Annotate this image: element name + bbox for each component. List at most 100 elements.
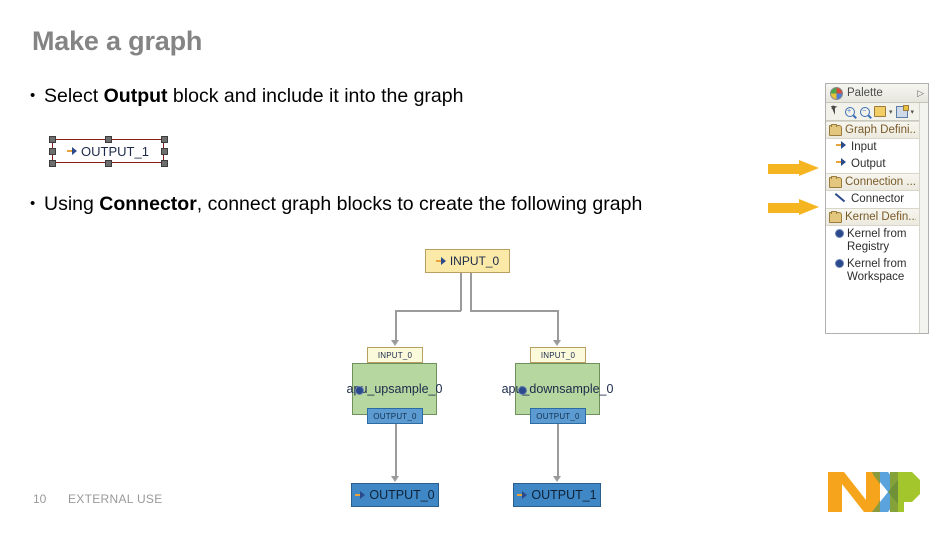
folder-icon (829, 123, 842, 136)
bullet-item-1: •Select Output block and include it into… (30, 85, 463, 108)
plug-arrow-icon (517, 490, 528, 500)
drawer-label: Kernel Defin... (845, 211, 916, 223)
arrow-head (799, 199, 819, 215)
resize-handle-middle-right[interactable] (161, 148, 168, 155)
drawer-label: Connection ... (845, 176, 916, 188)
connector-segment (460, 273, 462, 311)
arrow-shaft (768, 164, 801, 174)
resize-handle-top-right[interactable] (161, 136, 168, 143)
plug-arrow-icon (836, 141, 847, 150)
palette-panel[interactable]: Palette ▷ + − ▾ ▾ Graph Defini... ◇ Inpu… (825, 83, 929, 334)
bullet-item-2: • Using Connector, connect graph blocks t… (30, 193, 642, 216)
create-dropdown-caret-icon[interactable]: ▾ (910, 108, 915, 116)
palette-item-label: Kernel from Workspace (847, 258, 907, 283)
palette-drawer-connection[interactable]: Connection ... ◇ (826, 173, 928, 191)
page-number: 10 (33, 492, 47, 506)
selected-output-label: OUTPUT_1 (81, 143, 149, 159)
palette-item-output[interactable]: Output (826, 156, 928, 173)
palette-header: Palette ▷ (826, 84, 928, 103)
palette-item-label: Kernel from Registry (847, 228, 907, 253)
note-tool-button[interactable] (874, 106, 886, 118)
palette-drawer-graph-definition[interactable]: Graph Defini... ◇ (826, 121, 928, 139)
resize-handle-bottom-center[interactable] (105, 160, 112, 167)
zoom-out-button[interactable]: − (859, 106, 871, 118)
kernel-right-label: apu_downsample_0 (501, 381, 614, 396)
connector-segment (557, 424, 559, 476)
connector-arrowhead (553, 476, 561, 482)
plug-arrow-icon (355, 490, 366, 500)
connector-segment (557, 310, 559, 341)
palette-item-label: Output (851, 158, 886, 170)
create-tool-button[interactable] (895, 104, 909, 118)
connector-segment (470, 273, 472, 311)
connector-segment (395, 424, 397, 476)
graph-node-kernel-upsample[interactable]: apu_upsample_0 (347, 363, 442, 415)
magnifier-plus-icon: + (845, 106, 855, 117)
port-label: OUTPUT_0 (536, 411, 580, 421)
bullet-2-suffix: , connect graph blocks to create the fol… (196, 193, 643, 215)
connector-arrowhead (391, 340, 399, 346)
gear-icon (836, 260, 843, 267)
graph-port-output-right[interactable]: OUTPUT_0 (530, 408, 586, 424)
graph-node-input-top[interactable]: INPUT_0 (425, 249, 510, 273)
bullet-marker: • (30, 195, 36, 212)
footer-label: EXTERNAL USE (68, 492, 163, 506)
palette-title: Palette (847, 87, 883, 99)
plug-arrow-icon (435, 256, 447, 266)
graph-node-kernel-downsample[interactable]: apu_downsample_0 (502, 363, 613, 415)
callout-arrow-connector (768, 199, 820, 216)
graph-node-output-0[interactable]: OUTPUT_0 (351, 483, 439, 507)
diagonal-line-icon (836, 193, 847, 202)
palette-toolbar: + − ▾ ▾ (826, 103, 928, 121)
selected-output-block[interactable]: OUTPUT_1 (47, 134, 168, 167)
graph-node-output-1[interactable]: OUTPUT_1 (513, 483, 601, 507)
note-icon (874, 106, 886, 117)
page-title: Make a graph (32, 26, 203, 56)
palette-item-input[interactable]: Input (826, 139, 928, 156)
input-top-label: INPUT_0 (449, 254, 500, 268)
folder-icon (829, 210, 842, 223)
cursor-icon (830, 106, 840, 117)
zoom-in-button[interactable]: + (844, 106, 856, 118)
palette-drawer-kernel-definition[interactable]: Kernel Defin... ◇ (826, 208, 928, 226)
drawer-label: Graph Defini... (845, 124, 916, 136)
palette-item-kernel-from-registry[interactable]: Kernel from Registry (826, 226, 928, 256)
connector-segment (470, 310, 558, 312)
arrow-head (799, 160, 819, 176)
bullet-marker: • (30, 87, 36, 104)
magnifier-minus-icon: − (860, 106, 870, 117)
selected-output-box[interactable]: OUTPUT_1 (52, 139, 164, 163)
graph-port-input-right[interactable]: INPUT_0 (530, 347, 586, 363)
port-label: OUTPUT_0 (373, 411, 417, 421)
chevron-right-icon[interactable]: ▷ (917, 87, 924, 98)
resize-handle-middle-left[interactable] (49, 148, 56, 155)
port-label: INPUT_0 (377, 350, 413, 360)
port-label: INPUT_0 (540, 350, 576, 360)
graph-port-output-left[interactable]: OUTPUT_0 (367, 408, 423, 424)
graph-port-input-left[interactable]: INPUT_0 (367, 347, 423, 363)
resize-handle-top-center[interactable] (105, 136, 112, 143)
select-tool-button[interactable] (829, 106, 841, 118)
bullet-2-bold: Connector (99, 193, 197, 215)
gear-icon (519, 387, 526, 394)
connector-segment (395, 310, 461, 312)
callout-arrow-output (768, 160, 820, 177)
palette-item-connector[interactable]: Connector (826, 191, 928, 208)
note-dropdown-caret-icon[interactable]: ▾ (889, 108, 893, 116)
connector-arrowhead (391, 476, 399, 482)
resize-handle-bottom-left[interactable] (49, 160, 56, 167)
kernel-left-label: apu_upsample_0 (346, 381, 443, 396)
graph-diagram: INPUT_0 INPUT_0 apu_upsample_0 OUTPUT_0 … (330, 240, 640, 515)
palette-item-kernel-from-workspace[interactable]: Kernel from Workspace (826, 256, 928, 286)
resize-handle-top-left[interactable] (49, 136, 56, 143)
palette-scrollbar[interactable] (919, 103, 928, 333)
plug-arrow-icon (67, 146, 78, 156)
bullet-2-prefix: Using (44, 193, 100, 215)
palette-icon (830, 86, 843, 100)
resize-handle-bottom-right[interactable] (161, 160, 168, 167)
nxp-logo (828, 472, 920, 512)
plug-arrow-icon (836, 158, 847, 167)
folder-icon (829, 175, 842, 188)
arrow-shaft (768, 203, 801, 213)
